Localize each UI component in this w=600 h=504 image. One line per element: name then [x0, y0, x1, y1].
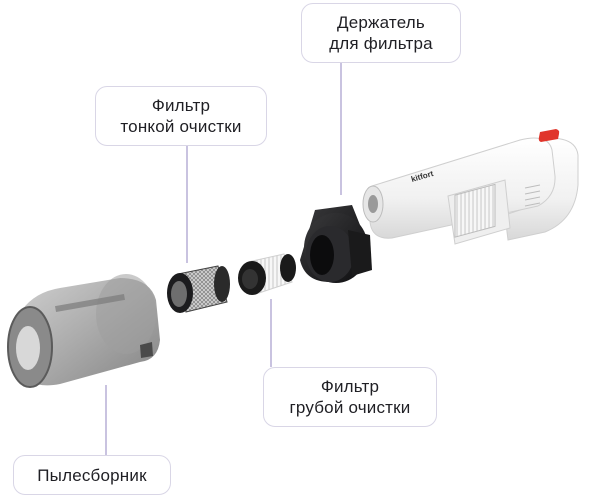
coarse-filter-part — [238, 253, 296, 295]
callout-fine-filter: Фильтр тонкой очистки — [95, 86, 267, 146]
callout-fine-filter-line2: тонкой очистки — [120, 117, 242, 136]
callout-dust-container-line1: Пылесборник — [37, 465, 147, 485]
callout-coarse-filter-line1: Фильтр — [320, 377, 380, 396]
callout-coarse-filter: Фильтр грубой очистки — [263, 367, 437, 427]
filter-holder-part — [300, 205, 372, 283]
vacuum-body — [362, 129, 579, 245]
callout-filter-holder: Держатель для фильтра — [301, 3, 461, 63]
callout-dust-container: Пылесборник — [13, 455, 171, 495]
callout-coarse-filter-line2: грубой очистки — [289, 398, 411, 417]
callout-filter-holder-line1: Держатель — [337, 13, 425, 32]
callout-fine-filter-line1: Фильтр — [151, 96, 211, 115]
leader-lines — [105, 63, 342, 455]
callout-filter-holder-line2: для фильтра — [329, 34, 433, 53]
fine-filter-part — [167, 265, 230, 313]
dust-container-part — [7, 274, 160, 388]
